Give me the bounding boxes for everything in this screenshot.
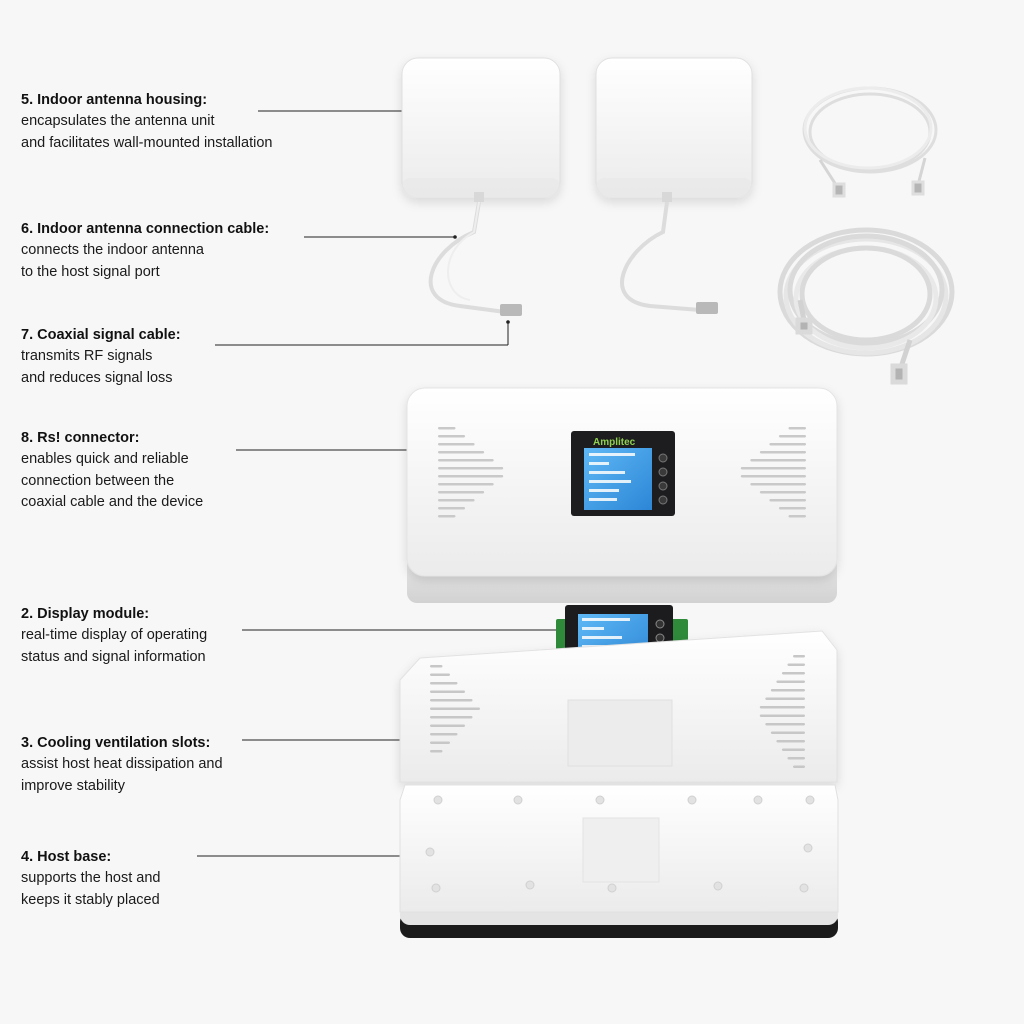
screw-boss (525, 880, 535, 890)
vent-slot (778, 507, 806, 510)
vent-slots-right (740, 427, 806, 518)
vent-slot (765, 697, 805, 700)
vent-slot (776, 740, 805, 743)
vent-slot (787, 757, 805, 760)
vent-slot (776, 680, 805, 683)
large-coaxial-cable-coil (777, 227, 955, 385)
vent-slot (430, 665, 443, 668)
callout-description: enables quick and reliable connection be… (21, 451, 204, 510)
callout-coaxial-signal-cable: 7. Coaxial signal cable: transmits RF si… (21, 324, 321, 389)
vent-slot (781, 748, 805, 751)
vent-slot (438, 443, 475, 446)
vent-slot (770, 689, 805, 692)
vent-slot (430, 707, 480, 710)
vent-slot (438, 491, 485, 494)
vent-slot (759, 491, 806, 494)
screw-boss (803, 843, 813, 853)
vent-slot (438, 435, 466, 438)
vent-slot (430, 741, 450, 744)
vent-slot (430, 682, 458, 685)
screw-boss (607, 883, 617, 893)
vent-slot (430, 750, 443, 753)
callout-title: 8. Rs! connector: (21, 430, 140, 446)
callout-title: 4. Host base: (21, 849, 112, 865)
vent-slots-left (438, 427, 504, 518)
callout-title: 2. Display module: (21, 606, 150, 622)
callout-title: 7. Coaxial signal cable: (21, 327, 181, 343)
screw-boss (595, 795, 605, 805)
host-base (399, 784, 839, 938)
vent-slot (781, 672, 805, 675)
vent-slot (438, 451, 485, 454)
vent-slot (788, 515, 806, 518)
screw-boss (799, 883, 809, 893)
ventilation-plate (399, 630, 838, 783)
vent-slot (438, 475, 504, 478)
callout-rf-connector: 8. Rs! connector: enables quick and reli… (21, 427, 321, 514)
callout-description: transmits RF signals and reduces signal … (21, 348, 173, 386)
screw-boss (713, 881, 723, 891)
callout-host-base: 4. Host base: supports the host and keep… (21, 846, 321, 911)
callout-title: 5. Indoor antenna housing: (21, 92, 208, 108)
vent-slot (750, 459, 806, 462)
callout-description: encapsulates the antenna unit and facili… (21, 113, 273, 151)
leader-lines (197, 110, 565, 857)
vent-slot (438, 499, 475, 502)
vent-slot (740, 467, 806, 470)
vent-slot (438, 427, 456, 430)
vent-slot (793, 655, 805, 658)
vent-slot (430, 690, 465, 693)
vent-slot (787, 663, 805, 666)
callout-display-module: 2. Display module: real-time display of … (21, 603, 321, 668)
callout-description: supports the host and keeps it stably pl… (21, 870, 161, 908)
screw-boss (687, 795, 697, 805)
vent-slot (759, 451, 806, 454)
vent-slot (438, 459, 494, 462)
vent-slot (759, 714, 805, 717)
screw-boss (753, 795, 763, 805)
vent-slots-right (759, 655, 805, 768)
callout-cooling-ventilation-slots: 3. Cooling ventilation slots: assist hos… (21, 732, 321, 797)
vent-slot (769, 443, 806, 446)
indoor-antenna-2 (595, 57, 753, 314)
callout-description: assist host heat dissipation and improve… (21, 756, 223, 794)
callout-description: real-time display of operating status an… (21, 627, 208, 665)
brand-label: Amplitec (593, 437, 636, 448)
screw-boss (805, 795, 815, 805)
vent-slot (770, 731, 805, 734)
callout-title: 6. Indoor antenna connection cable: (21, 221, 270, 237)
screw-boss (431, 883, 441, 893)
vent-slot (430, 733, 458, 736)
vent-slot (430, 724, 465, 727)
callout-title: 3. Cooling ventilation slots: (21, 735, 211, 751)
vent-slot (438, 515, 456, 518)
vent-slot (438, 507, 466, 510)
screw-boss (433, 795, 443, 805)
screw-boss (513, 795, 523, 805)
callout-indoor-antenna-housing: 5. Indoor antenna housing: encapsulates … (21, 89, 321, 154)
vent-slot (778, 435, 806, 438)
callout-antenna-connection-cable: 6. Indoor antenna connection cable: conn… (21, 218, 321, 283)
vent-slot (430, 699, 473, 702)
indoor-antenna-1 (401, 57, 561, 316)
vent-slot (788, 427, 806, 430)
small-coaxial-cable-coil (802, 86, 938, 198)
vent-slot (750, 483, 806, 486)
vent-slot (430, 716, 473, 719)
vent-slot (759, 706, 805, 709)
vent-slot (765, 723, 805, 726)
host-top-cover: Amplitec (406, 387, 838, 603)
callout-description: connects the indoor antenna to the host … (21, 242, 204, 280)
vent-slot (740, 475, 806, 478)
vent-slot (438, 483, 494, 486)
vent-slot (430, 673, 450, 676)
vent-slot (769, 499, 806, 502)
screw-boss (425, 847, 435, 857)
vent-slots-left (430, 665, 480, 753)
vent-slot (438, 467, 504, 470)
vent-slot (793, 765, 805, 768)
